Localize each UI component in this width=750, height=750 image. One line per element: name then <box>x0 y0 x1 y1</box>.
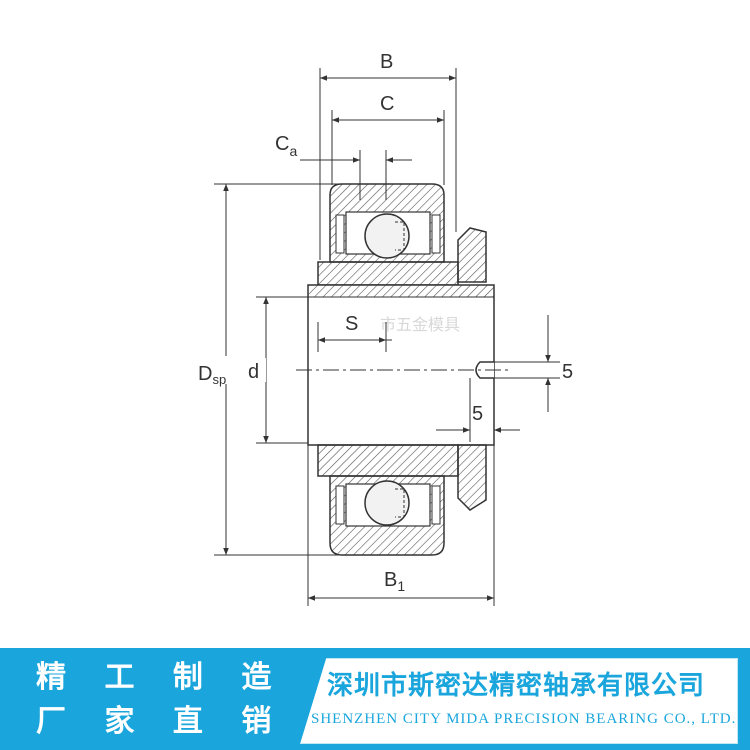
slogan: 精 工 制 造 厂 家 直 销 <box>36 656 286 744</box>
dimension-B: B <box>319 51 457 260</box>
dimension-B1: B1 <box>307 445 495 606</box>
collar-lower <box>457 444 487 511</box>
dimension-Dsp: Dsp <box>196 183 340 556</box>
dimension-5-horizontal: 5 <box>436 378 520 442</box>
label-Dsp: D <box>198 363 212 385</box>
label-Ca-sub: a <box>289 143 297 159</box>
label-5-right: 5 <box>562 361 573 383</box>
label-Ca: C <box>275 133 289 155</box>
watermark-text: 市五金模具 <box>380 315 460 334</box>
label-Dsp-sub: sp <box>212 372 226 387</box>
dimension-d: d <box>246 296 308 444</box>
seal-upper <box>335 214 441 254</box>
collar-upper <box>457 227 487 283</box>
dimension-C: C <box>331 93 445 185</box>
shaft-sleeve <box>307 284 495 446</box>
svg-text:Ca: Ca <box>275 133 297 159</box>
slogan-line-2: 厂 家 直 销 <box>36 704 286 739</box>
label-5-bottom: 5 <box>472 403 483 425</box>
bearing-cross-section-drawing: 市五金模具 B C Ca Dsp d <box>196 51 573 606</box>
svg-text:Dsp: Dsp <box>198 363 226 387</box>
company-banner: 精 工 制 造 厂 家 直 销 深圳市斯密达精密轴承有限公司 SHENZHEN … <box>0 648 750 750</box>
company-name-chinese: 深圳市斯密达精密轴承有限公司 <box>327 671 706 701</box>
label-C: C <box>380 93 394 115</box>
label-B: B <box>380 51 393 73</box>
inner-ring-lower <box>317 444 459 477</box>
dimension-Ca: Ca <box>275 133 412 200</box>
company-name-box: 深圳市斯密达精密轴承有限公司 SHENZHEN CITY MIDA PRECIS… <box>300 658 738 744</box>
label-B1-sub: 1 <box>397 578 405 594</box>
inner-ring-upper <box>317 261 459 286</box>
label-d: d <box>248 361 259 383</box>
ball-upper <box>364 213 410 259</box>
company-name-english: SHENZHEN CITY MIDA PRECISION BEARING CO.… <box>311 711 737 727</box>
dimension-S: S <box>317 313 387 352</box>
ball-lower <box>364 480 410 526</box>
svg-text:B1: B1 <box>384 569 405 594</box>
dimension-5-vertical: 5 <box>494 315 573 412</box>
slogan-line-1: 精 工 制 造 <box>36 660 286 695</box>
label-S: S <box>345 313 358 335</box>
label-B1: B <box>384 569 397 591</box>
seal-lower <box>335 485 441 525</box>
